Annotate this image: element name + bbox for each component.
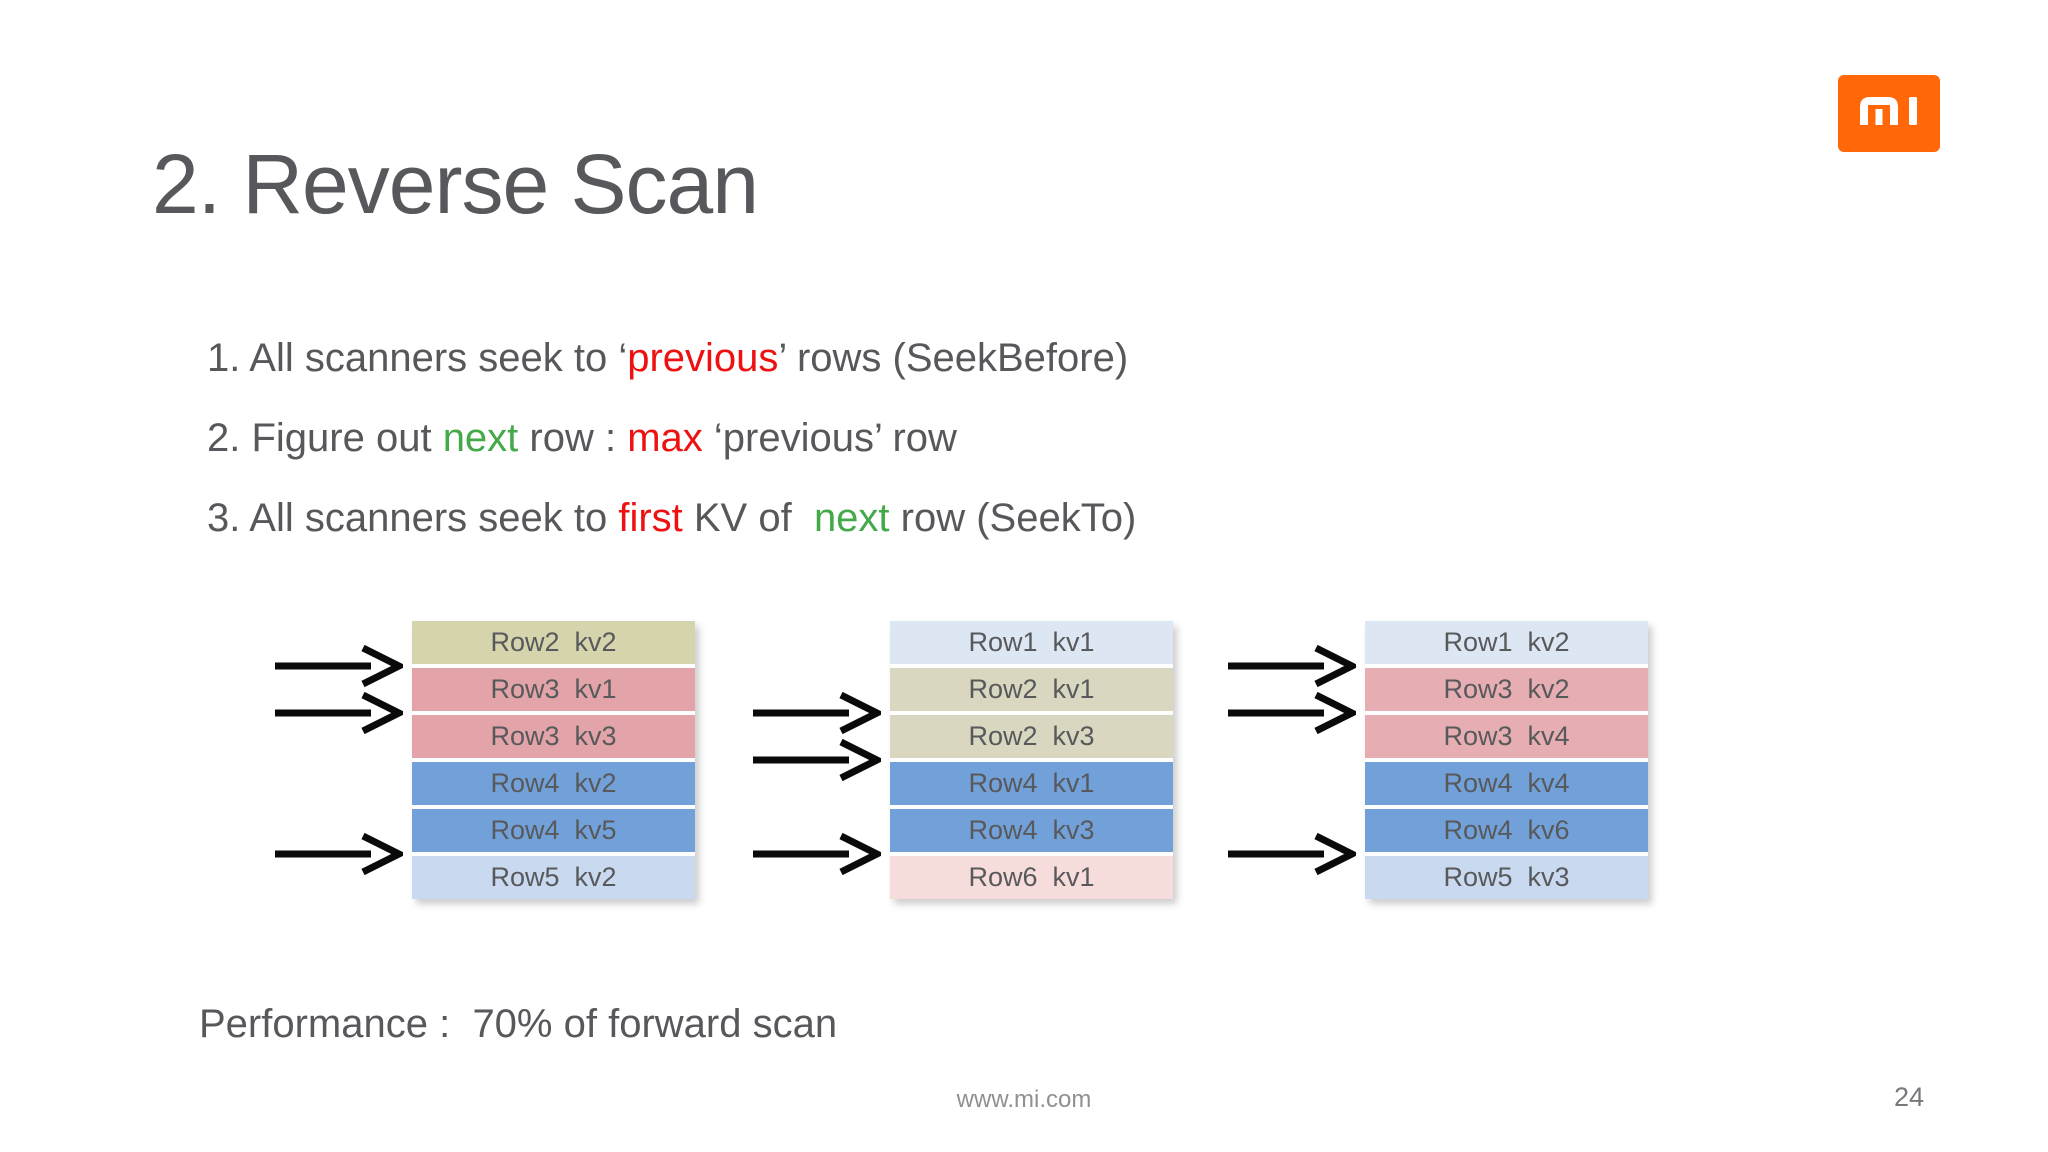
mi-logo-icon	[1860, 97, 1918, 130]
kv-row: Row4 kv2	[412, 762, 695, 805]
kv-row: Row2 kv1	[890, 668, 1173, 711]
bullet-text-segment: previous	[627, 336, 779, 380]
kv-row: Row5 kv2	[412, 856, 695, 899]
page-title: 2. Reverse Scan	[152, 137, 759, 231]
kv-row: Row3 kv4	[1365, 715, 1648, 758]
scanner-arrow-icon	[1226, 832, 1360, 876]
bullet-text-segment: max	[627, 416, 703, 460]
bullet-text-segment: 2. Figure out	[207, 416, 443, 460]
scanner-arrow-icon	[273, 644, 407, 688]
kv-row: Row4 kv1	[890, 762, 1173, 805]
bullet-text-segment: 1. All scanners seek to ‘	[207, 336, 628, 380]
kv-row: Row4 kv3	[890, 809, 1173, 852]
bullet-text-segment: ‘previous’ row	[702, 416, 957, 460]
kv-row: Row3 kv2	[1365, 668, 1648, 711]
bullet-text-segment: row :	[518, 416, 628, 460]
bullet-text-segment: KV of	[682, 496, 814, 540]
kv-row: Row5 kv3	[1365, 856, 1648, 899]
scanner-arrow-icon	[1226, 691, 1360, 735]
kv-row: Row4 kv6	[1365, 809, 1648, 852]
bullet-text-segment: first	[618, 496, 683, 540]
bullet-item-1: 1. All scanners seek to ‘previous’ rows …	[207, 318, 1136, 398]
bullet-text-segment: next	[813, 496, 890, 540]
scanner-arrow-icon	[751, 691, 885, 735]
scanner-arrow-icon	[273, 691, 407, 735]
bullet-list: 1. All scanners seek to ‘previous’ rows …	[207, 318, 1136, 558]
bullet-text-segment: row (SeekTo)	[889, 496, 1137, 540]
bullet-text-segment: ’ rows (SeekBefore)	[778, 336, 1129, 380]
kv-row: Row3 kv3	[412, 715, 695, 758]
kv-row: Row2 kv3	[890, 715, 1173, 758]
performance-note: Performance : 70% of forward scan	[199, 1002, 838, 1046]
kv-row: Row4 kv5	[412, 809, 695, 852]
scanner-arrow-icon	[751, 738, 885, 782]
bullet-item-2: 2. Figure out next row : max ‘previous’ …	[207, 398, 1136, 478]
page-number: 24	[1894, 1082, 1925, 1112]
bullet-item-3: 3. All scanners seek to first KV of next…	[207, 478, 1136, 558]
kv-row: Row4 kv4	[1365, 762, 1648, 805]
kv-row: Row1 kv2	[1365, 621, 1648, 664]
mi-logo	[1838, 75, 1940, 152]
scanner-arrow-icon	[273, 832, 407, 876]
kv-row: Row6 kv1	[890, 856, 1173, 899]
scanner-arrow-icon	[751, 832, 885, 876]
kv-row: Row3 kv1	[412, 668, 695, 711]
footer-url: www.mi.com	[956, 1086, 1092, 1113]
kv-row: Row1 kv1	[890, 621, 1173, 664]
scanner-arrow-icon	[1226, 644, 1360, 688]
bullet-text-segment: 3. All scanners seek to	[207, 496, 619, 540]
kv-row: Row2 kv2	[412, 621, 695, 664]
bullet-text-segment: next	[442, 416, 519, 460]
